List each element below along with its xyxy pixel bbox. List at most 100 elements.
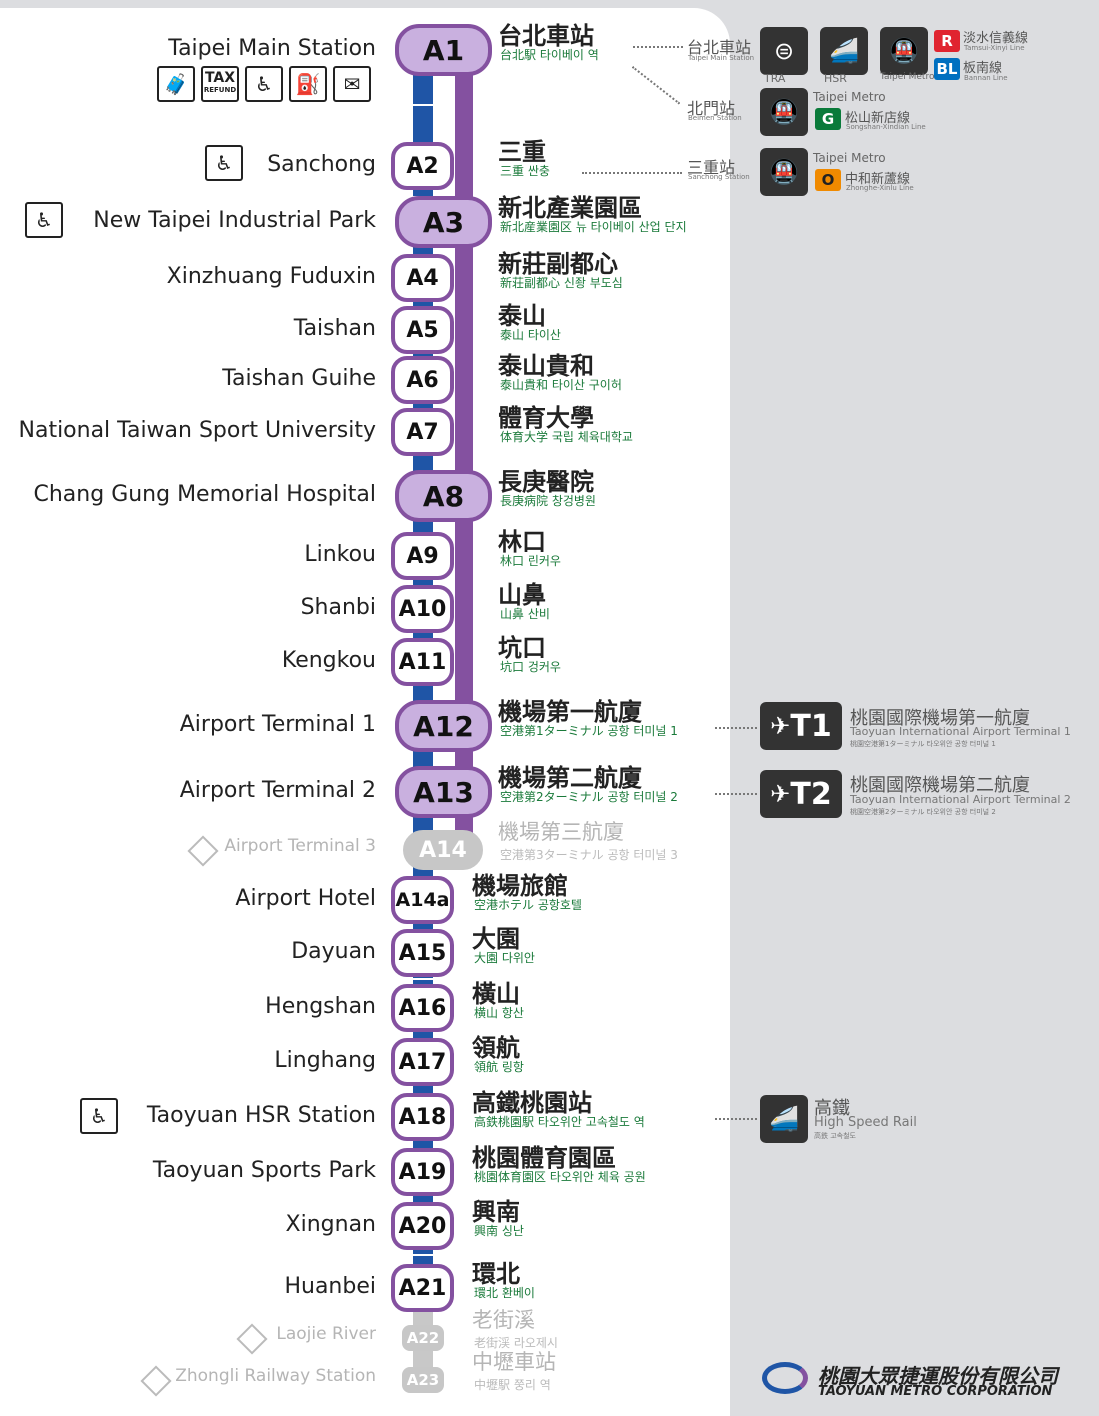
station-code-badge: A9 bbox=[391, 532, 454, 580]
metro-icon: 🚇 bbox=[880, 27, 928, 75]
connector bbox=[582, 172, 682, 174]
green-line-en: Songshan-Xindian Line bbox=[846, 123, 926, 131]
tra-label: TRA bbox=[764, 72, 786, 85]
station-code-badge: A13 bbox=[395, 766, 492, 818]
station-name-zh: 新莊副都心 bbox=[498, 250, 618, 278]
station-name-en: Airport Hotel bbox=[235, 886, 376, 911]
station-name-zh: 體育大學 bbox=[498, 404, 594, 432]
station-name-sub: 新北産業園区 뉴 타이베이 산업 단지 bbox=[500, 220, 687, 234]
station-name-sub: 領航 링항 bbox=[474, 1060, 524, 1074]
hsr-name-en: High Speed Rail bbox=[814, 1115, 917, 1130]
station-name-sub: 横山 항산 bbox=[474, 1006, 524, 1020]
station-name-en: Xingnan bbox=[285, 1212, 376, 1237]
station-name-en: Dayuan bbox=[291, 939, 376, 964]
station-name-en: Airport Terminal 2 bbox=[179, 778, 376, 803]
station-code-badge: A23 bbox=[402, 1367, 444, 1393]
connector bbox=[715, 793, 757, 795]
t1-name: 桃園國際機場第一航廈 bbox=[850, 708, 1030, 729]
airplane-icon: ✈ bbox=[770, 712, 791, 740]
station-code-badge: A16 bbox=[391, 984, 454, 1032]
hsr-train-icon: 🚄 bbox=[820, 27, 868, 75]
station-name-sub: 泰山 타이산 bbox=[500, 328, 561, 342]
metro-icon: 🚇 bbox=[760, 88, 808, 136]
hsr-name: 高鐵 bbox=[814, 1098, 850, 1119]
station-code-badge: A10 bbox=[391, 585, 454, 633]
station-code-badge: A11 bbox=[391, 638, 454, 686]
connector bbox=[715, 727, 757, 729]
transfer-name-en: Beimen Station bbox=[688, 114, 742, 122]
station-code-badge: A4 bbox=[391, 254, 454, 302]
station-name-sub: 空港第3ターミナル 공항 터미널 3 bbox=[500, 848, 678, 862]
station-name-zh: 環北 bbox=[472, 1260, 520, 1288]
station-name-zh: 中壢車站 bbox=[472, 1350, 556, 1374]
orange-line-name: 中和新蘆線 bbox=[845, 172, 911, 187]
check-in-icon: ⛽ bbox=[289, 66, 327, 102]
route-panel bbox=[0, 8, 730, 1416]
t1-code: T1 bbox=[790, 708, 832, 744]
station-name-zh: 泰山 bbox=[498, 302, 546, 330]
t2-sub: 桃園空港第2ターミナル 타오위안 공항 터미널 2 bbox=[850, 808, 996, 816]
connector bbox=[715, 1118, 757, 1120]
station-name-sub: 長庚病院 창겅병원 bbox=[500, 494, 596, 508]
red-line-name: 淡水信義線 bbox=[963, 31, 1029, 46]
red-line-en: Tamsui-Xinyi Line bbox=[964, 44, 1025, 52]
blue-line-name: 板南線 bbox=[963, 61, 1003, 76]
station-name-zh: 機場第二航廈 bbox=[498, 764, 642, 792]
station-code-badge: A22 bbox=[402, 1325, 444, 1351]
station-name-zh: 領航 bbox=[472, 1034, 520, 1062]
corp-name-en: TAOYUAN METRO CORPORATION bbox=[818, 1384, 1053, 1399]
t2-name-en: Taoyuan International Airport Terminal 2 bbox=[850, 793, 1071, 806]
station-name-en: Taishan bbox=[293, 316, 376, 341]
t2-code: T2 bbox=[790, 776, 832, 812]
transfer-name-en: Taipei Main Station bbox=[688, 54, 755, 62]
station-name-sub: 空港ホテル 공항호텔 bbox=[474, 898, 582, 912]
station-name-zh: 山鼻 bbox=[498, 581, 546, 609]
station-name-en: Shanbi bbox=[300, 595, 376, 620]
nursing-room-icon: ♿ bbox=[80, 1098, 118, 1134]
station-name-sub: 体育大学 국립 체육대학교 bbox=[500, 430, 633, 444]
t1-name-en: Taoyuan International Airport Terminal 1 bbox=[850, 725, 1071, 738]
station-name-zh: 三重 bbox=[498, 138, 546, 166]
station-name-zh: 台北車站 bbox=[498, 22, 594, 50]
nursing-room-icon: ♿ bbox=[245, 66, 283, 102]
tax-text: TAX bbox=[204, 70, 236, 86]
station-name-sub: 大園 다위안 bbox=[474, 951, 535, 965]
mail-icon: ✉ bbox=[333, 66, 371, 102]
station-name-en: Laojie River bbox=[276, 1324, 376, 1344]
station-name-en: Airport Terminal 1 bbox=[179, 712, 376, 737]
refund-text: REFUND bbox=[203, 86, 237, 94]
station-name-sub: 空港第2ターミナル 공항 터미널 2 bbox=[500, 790, 678, 804]
station-code-badge: A7 bbox=[391, 408, 454, 456]
station-name-en: Chang Gung Memorial Hospital bbox=[33, 482, 377, 507]
station-code-badge: A5 bbox=[391, 306, 454, 354]
station-name-sub: 坑口 겅커우 bbox=[500, 660, 561, 674]
hsr-train-icon: 🚄 bbox=[760, 1095, 808, 1143]
corp-logo-icon bbox=[762, 1362, 808, 1394]
blue-line-en: Bannan Line bbox=[964, 74, 1008, 82]
station-name-zh: 高鐵桃園站 bbox=[472, 1089, 592, 1117]
station-name-zh: 大園 bbox=[472, 925, 520, 953]
metro-label: Taipei Metro bbox=[880, 72, 935, 82]
corp-name: 桃園大眾捷運股份有限公司 bbox=[818, 1364, 1058, 1388]
station-name-zh: 新北產業園區 bbox=[498, 194, 642, 222]
t2-badge: ✈T2 bbox=[760, 770, 842, 818]
station-name-en: Airport Terminal 3 bbox=[224, 836, 376, 856]
station-name-en: Xinzhuang Fuduxin bbox=[166, 264, 376, 289]
transfer-name: 北門站 bbox=[687, 99, 736, 118]
station-name-sub: 中壢駅 쭝리 역 bbox=[474, 1378, 551, 1392]
station-code-badge: A14 bbox=[403, 830, 483, 870]
station-code-badge: A15 bbox=[391, 929, 454, 977]
metro-label: Taipei Metro bbox=[813, 151, 886, 165]
station-name-zh: 橫山 bbox=[472, 980, 520, 1008]
station-name-zh: 坑口 bbox=[498, 634, 546, 662]
station-name-sub: 三重 싼충 bbox=[500, 164, 550, 178]
station-code-badge: A21 bbox=[391, 1264, 454, 1312]
station-name-zh: 興南 bbox=[472, 1198, 520, 1226]
station-name-sub: 老街渓 라오제시 bbox=[474, 1336, 558, 1350]
station-code-badge: A8 bbox=[395, 470, 492, 522]
station-name-en: Taoyuan Sports Park bbox=[152, 1158, 376, 1183]
red-line-badge: R bbox=[934, 30, 960, 52]
station-code-badge: A12 bbox=[395, 700, 492, 752]
green-line-badge: G bbox=[815, 108, 841, 130]
